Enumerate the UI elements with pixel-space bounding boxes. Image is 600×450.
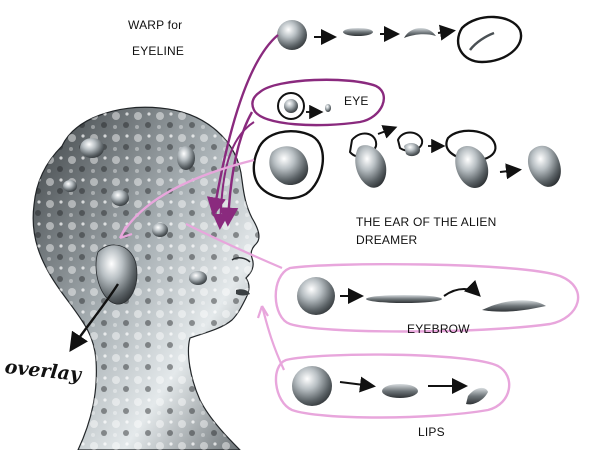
eyeline-sequence	[277, 15, 523, 64]
eyebrow-label: EYEBROW	[407, 322, 470, 336]
warp-label-line1: WARP for	[128, 18, 183, 32]
ear-label-line2: DREAMER	[356, 233, 418, 247]
pink-arrows	[119, 158, 285, 371]
purple-arrows	[206, 34, 279, 230]
eye-group	[251, 78, 386, 127]
eye-label: EYE	[344, 94, 369, 108]
lips-label: LIPS	[418, 425, 445, 439]
head-silhouette	[32, 106, 260, 450]
eyebrow-group	[274, 262, 580, 333]
overlay-arrow	[69, 283, 120, 352]
lips-group	[274, 353, 511, 419]
ear-label-line1: THE EAR OF THE ALIEN	[356, 215, 497, 229]
warp-label-line2: EYELINE	[132, 44, 185, 58]
ear-sequence	[252, 125, 561, 200]
